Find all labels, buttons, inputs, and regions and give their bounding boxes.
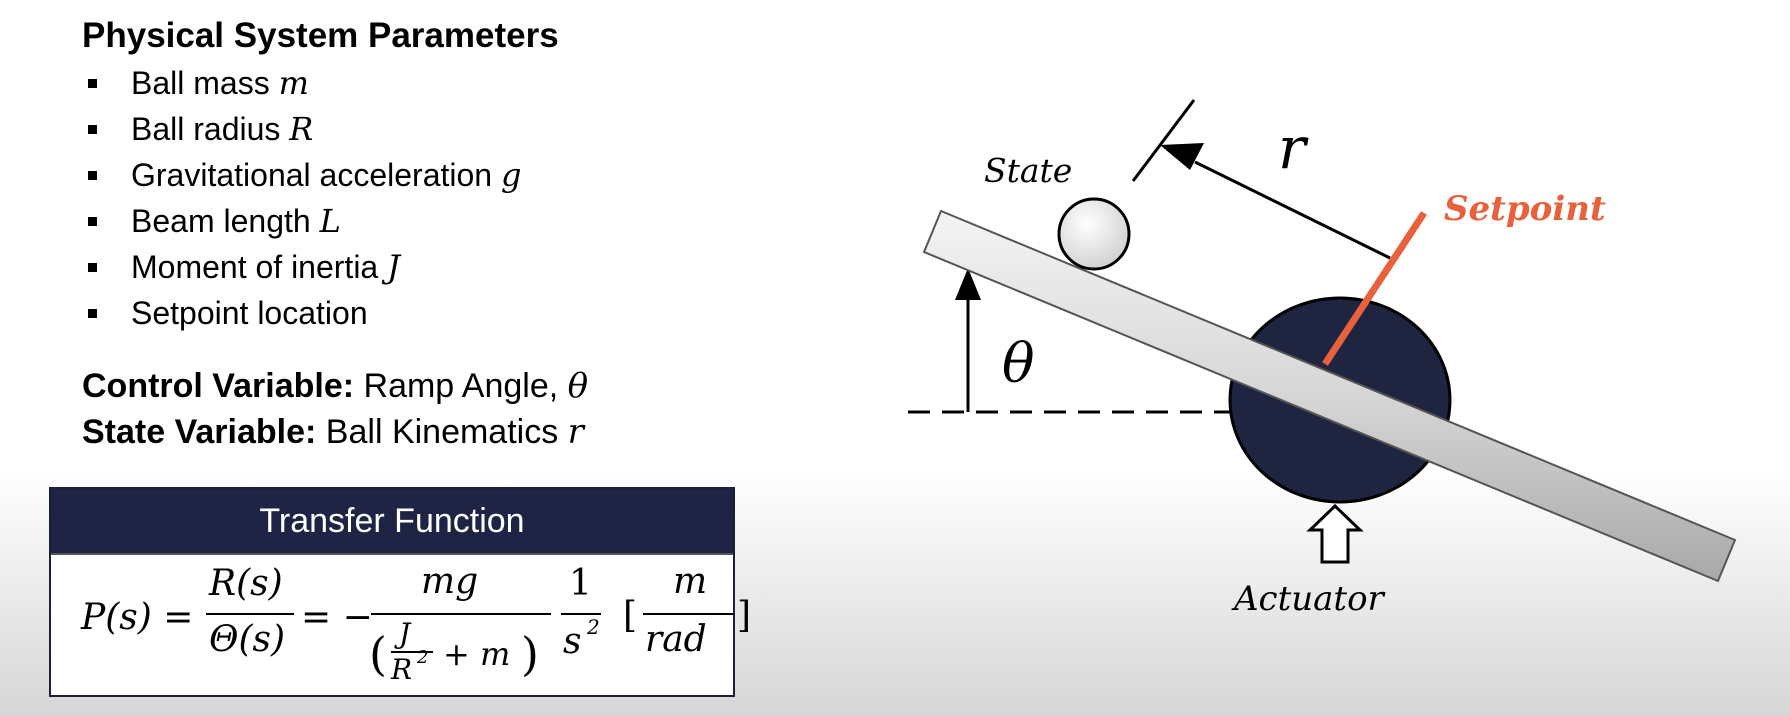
eq-den2-r-exponent: 2: [417, 647, 429, 668]
r-arrow-shaft: [1194, 160, 1391, 260]
r-tick-line: [1131, 99, 1196, 182]
eq-den2-open-paren: (: [369, 627, 387, 681]
eq-unit-numerator: m: [673, 561, 708, 602]
ball: [1057, 197, 1131, 271]
eq-fraction-bar-1: [206, 613, 294, 615]
transfer-function-equation: P(s) = R(s) Θ(s) = − mg ( J R 2 + m ) 1 …: [51, 555, 751, 695]
parameters-title: Physical System Parameters: [82, 16, 559, 55]
param-beam-length: Beam length L: [82, 198, 521, 244]
beam: [922, 209, 1737, 583]
param-gravity: Gravitational acceleration g: [82, 152, 521, 198]
eq-lhs: P(s) =: [81, 597, 194, 638]
r-label: r: [1278, 114, 1309, 182]
eq-numerator-2: mg: [421, 561, 479, 602]
state-label: State: [984, 151, 1072, 190]
theta-label: θ: [1002, 332, 1035, 395]
eq-unit-fraction-bar: [643, 613, 733, 615]
r-arrow-head: [1160, 143, 1204, 170]
control-variable-line: Control Variable: Ramp Angle, θ: [82, 366, 589, 406]
eq-denominator-1: Θ(s): [209, 619, 286, 660]
actuator-label: Actuator: [1231, 579, 1386, 619]
parameters-list: Ball mass m Ball radius R Gravitational …: [82, 60, 521, 336]
state-variable-line: State Variable: Ball Kinematics r: [82, 412, 584, 452]
param-ball-mass: Ball mass m: [82, 60, 521, 106]
eq-denominator-3: s: [563, 621, 582, 662]
param-setpoint-location: Setpoint location: [82, 290, 521, 336]
eq-numerator-1: R(s): [209, 563, 283, 604]
eq-fraction-bar-inner: [391, 651, 433, 653]
transfer-function-header: Transfer Function: [51, 489, 733, 555]
eq-unit-open-bracket: [: [623, 595, 638, 636]
eq-fraction-bar-3: [561, 613, 601, 615]
eq-equals-minus: = −: [301, 597, 373, 638]
eq-den2-j: J: [399, 617, 411, 650]
eq-numerator-3: 1: [569, 563, 592, 604]
eq-unit-close-bracket: ]: [737, 595, 752, 636]
eq-den2-r: R: [391, 653, 413, 686]
param-ball-radius: Ball radius R: [82, 106, 521, 152]
setpoint-marker: [1322, 211, 1427, 366]
eq-den3-exponent: 2: [587, 615, 600, 639]
eq-unit-denominator: rad: [645, 619, 707, 660]
actuator-arrow: [1306, 503, 1364, 564]
eq-den2-close-paren: ): [521, 627, 539, 681]
eq-den2-plus-m: + m: [443, 635, 511, 673]
transfer-function-box: Transfer Function P(s) = R(s) Θ(s) = − m…: [49, 487, 751, 697]
setpoint-label: Setpoint: [1444, 189, 1606, 229]
eq-fraction-bar-2: [371, 613, 551, 615]
theta-arrow-head: [955, 268, 981, 300]
param-moment-of-inertia: Moment of inertia J: [82, 244, 521, 290]
